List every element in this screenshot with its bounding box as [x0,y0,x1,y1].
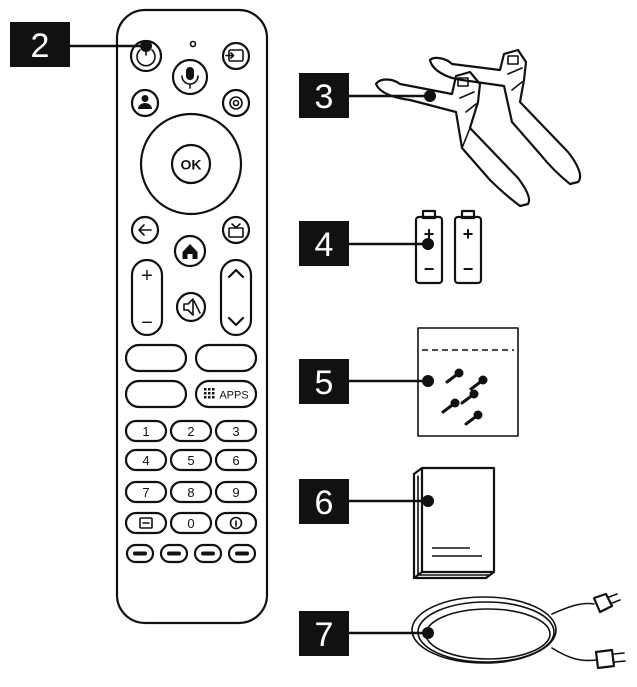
remote-body [115,8,269,625]
shortcut-key-2 [194,343,258,373]
callout-2-label: 2 [31,27,50,65]
tv-button [221,215,251,245]
callout-6: 6 [299,479,434,524]
digit-5: 5 [187,453,194,468]
microphone-button [171,58,209,96]
power-cable [411,592,626,670]
remote-control: OK + − [115,8,269,625]
subtitle-button [124,511,168,535]
plug-bottom [594,648,626,670]
volume-rocker: + − [130,258,164,337]
channel-rocker [219,258,253,337]
back-button [130,215,160,245]
digit-7: 7 [142,485,149,500]
mute-button [175,291,207,323]
apps-button: APPS [194,379,258,409]
battery-1-minus: − [424,259,435,279]
digit-1: 1 [142,424,149,439]
apps-grid-icon [204,388,215,399]
apps-label: APPS [219,390,248,402]
plug-top [592,592,621,614]
digit-8: 8 [187,485,194,500]
digit-2: 2 [187,424,194,439]
callout-6-label: 6 [315,484,334,522]
input-button [221,41,251,71]
battery-2-plus: + [463,224,474,244]
ok-button: OK [170,143,212,185]
callout-3: 3 [299,73,436,118]
digit-6: 6 [232,453,239,468]
shortcut-key-3 [124,379,188,409]
callout-4-label: 4 [315,226,334,264]
tv-stand-feet [374,48,582,208]
ok-label: OK [181,157,202,173]
digit-9: 9 [232,485,239,500]
batteries: + − + − [414,209,483,285]
color-keys [125,543,257,564]
digit-3: 3 [232,424,239,439]
battery-1-plus: + [424,224,435,244]
shortcut-key-1 [124,343,188,373]
digit-4: 4 [142,453,149,468]
callout-2: 2 [10,22,152,67]
battery-2-minus: − [463,259,474,279]
settings-button [221,88,251,118]
volume-plus-label: + [141,265,153,287]
dpad-ring [139,112,243,216]
callout-5: 5 [299,359,434,404]
callout-3-label: 3 [315,78,334,116]
user-manual [412,466,496,580]
led-indicator [189,40,197,48]
screws [441,368,488,426]
numpad: 1 2 3 4 5 6 7 8 9 0 [124,419,258,535]
callout-7-label: 7 [315,616,334,654]
info-button [214,511,258,535]
home-button [173,234,207,268]
callout-4: 4 [299,221,434,266]
profile-button [130,88,160,118]
digit-0: 0 [187,516,194,531]
callout-7: 7 [299,611,434,656]
volume-minus-label: − [141,312,153,334]
callout-5-label: 5 [315,364,334,402]
